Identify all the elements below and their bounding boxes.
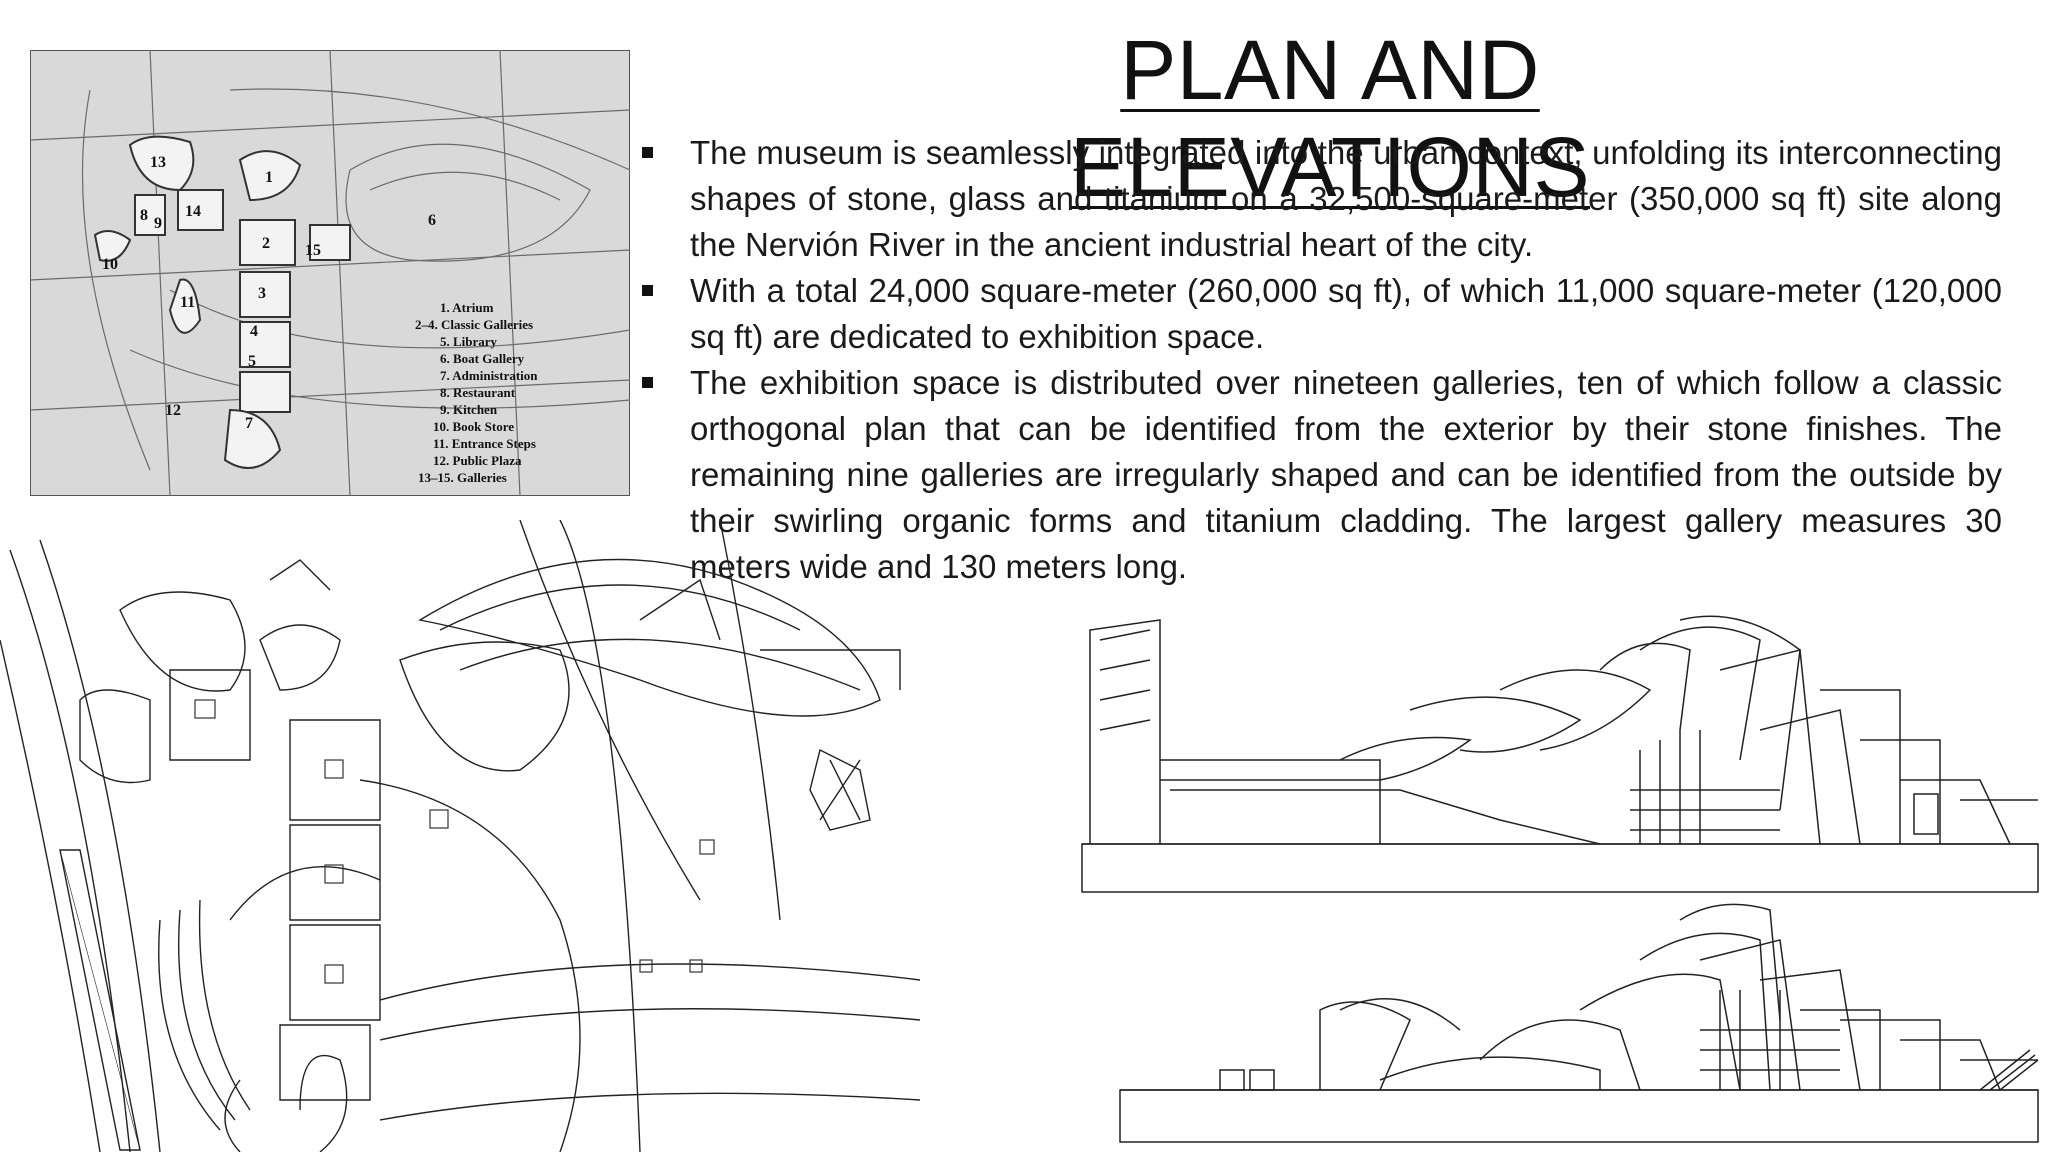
square-bullet-icon (642, 147, 653, 158)
plan-number: 7 (245, 415, 253, 432)
bullet-text: With a total 24,000 square-meter (260,00… (690, 272, 2002, 355)
elevation-drawing-upper (1080, 610, 2040, 900)
annotated-site-plan: 13 1 8 9 14 2 15 6 10 11 3 4 5 12 7 1. A… (30, 50, 630, 496)
legend-entry: 12. Public Plaza (433, 453, 522, 468)
legend-entry: 9. Kitchen (440, 402, 498, 417)
bullet-text: The museum is seamlessly integrated into… (690, 134, 2002, 263)
plan-number: 9 (154, 215, 162, 232)
plan-number: 4 (250, 323, 258, 340)
legend-entry: 2–4. Classic Galleries (415, 317, 533, 332)
legend-entry: 6. Boat Gallery (440, 351, 525, 366)
floor-plan-drawing (0, 520, 920, 1152)
legend-entry: 10. Book Store (433, 419, 514, 434)
plan-legend: 1. Atrium 2–4. Classic Galleries 5. Libr… (415, 300, 538, 485)
plan-number: 5 (248, 353, 256, 370)
annotated-plan-drawing: 13 1 8 9 14 2 15 6 10 11 3 4 5 12 7 1. A… (30, 50, 630, 496)
bullet-text: The exhibition space is distributed over… (690, 364, 2002, 585)
plan-number: 3 (258, 285, 266, 302)
legend-entry: 8. Restaurant (440, 385, 516, 400)
bullet-item: The exhibition space is distributed over… (642, 360, 2002, 590)
bullet-item: The museum is seamlessly integrated into… (642, 130, 2002, 268)
plan-number: 8 (140, 207, 148, 224)
bullet-item: With a total 24,000 square-meter (260,00… (642, 268, 2002, 360)
elevation-linework-upper (1081, 615, 2039, 893)
page-title: PLAN AND ELEVATIONS (1069, 23, 1591, 214)
plan-number: 15 (305, 242, 321, 259)
floor-plan-linework (0, 520, 920, 1152)
plan-number: 12 (165, 402, 181, 419)
square-bullet-icon (642, 285, 653, 296)
plan-number: 11 (180, 294, 195, 311)
legend-entry: 1. Atrium (440, 300, 494, 315)
legend-entry: 7. Administration (440, 368, 538, 383)
legend-entry: 11. Entrance Steps (433, 436, 536, 451)
legend-entry: 13–15. Galleries (418, 470, 507, 485)
elevation-linework-lower (1119, 903, 2039, 1143)
legend-entry: 5. Library (440, 334, 498, 349)
plan-number: 2 (262, 235, 270, 252)
square-bullet-icon (642, 377, 653, 388)
plan-number: 14 (185, 203, 201, 220)
plan-number: 10 (102, 256, 118, 273)
plan-number: 6 (428, 212, 436, 229)
plan-number-labels: 13 1 8 9 14 2 15 6 10 11 3 4 5 12 7 (102, 154, 436, 432)
plan-number: 1 (265, 169, 273, 186)
plan-number: 13 (150, 154, 166, 171)
elevation-drawing-lower (1080, 900, 2040, 1150)
bullet-list: The museum is seamlessly integrated into… (642, 130, 2002, 590)
